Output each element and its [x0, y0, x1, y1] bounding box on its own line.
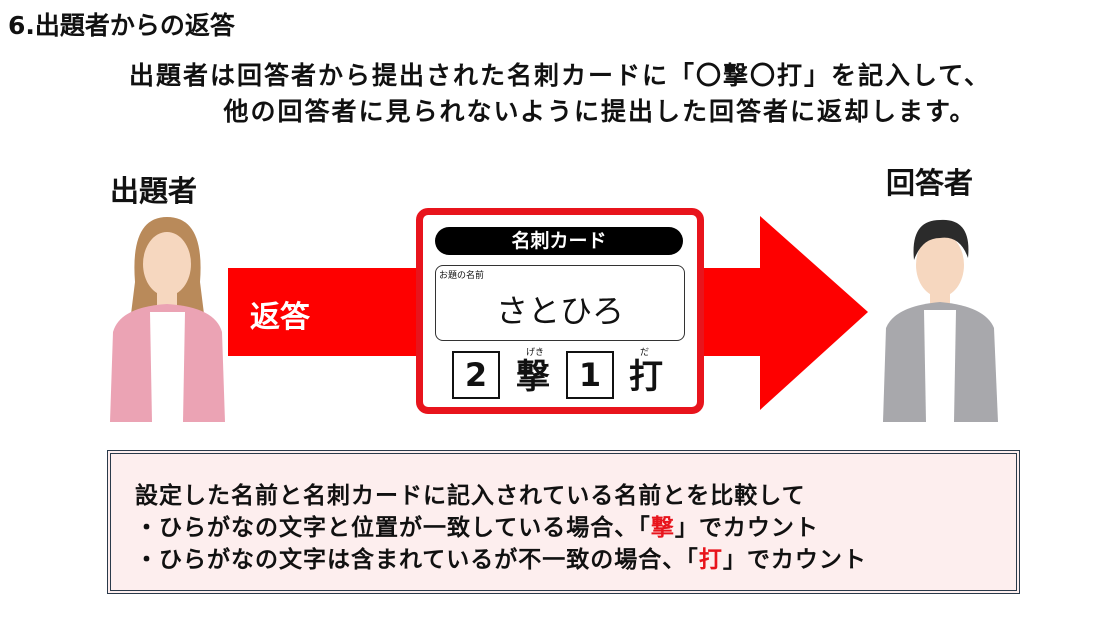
- blow-count: 1: [566, 351, 614, 399]
- note-line-3: ・ひらがなの文字は含まれているが不一致の場合、「打」でカウント: [135, 540, 867, 574]
- business-card: 名刺カード お題の名前 さとひろ 2 げき 撃 1 だ 打: [416, 208, 704, 414]
- note-highlight: 撃: [650, 515, 675, 541]
- subtitle-line-1: 出題者は回答者から提出された名刺カードに「〇撃〇打」を記入して、: [128, 61, 991, 90]
- note-text: 」でカウント: [722, 547, 867, 573]
- hit-kanji: 撃: [516, 357, 550, 397]
- arrow-label: 返答: [250, 300, 310, 335]
- man-figure-icon: [883, 219, 998, 422]
- blow-ruby: だ: [640, 348, 650, 358]
- note-box: 設定した名前と名刺カードに記入されている名前とを比較して ・ひらがなの文字と位置…: [107, 450, 1020, 594]
- note-line-2: ・ひらがなの文字と位置が一致している場合、「撃」でカウント: [135, 508, 819, 542]
- answerer-label: 回答者: [886, 166, 974, 200]
- woman-figure-icon: [110, 217, 225, 422]
- note-highlight: 打: [698, 547, 723, 573]
- questioner-label: 出題者: [110, 174, 198, 208]
- note-text: 」でカウント: [674, 515, 819, 541]
- hit-count: 2: [452, 351, 500, 399]
- note-line-1: 設定した名前と名刺カードに記入されている名前とを比較して: [135, 483, 806, 509]
- name-box: お題の名前 さとひろ: [435, 265, 685, 341]
- hit-ruby: げき: [526, 348, 545, 358]
- note-text: ・ひらがなの文字は含まれているが不一致の場合、「: [135, 547, 699, 573]
- blow-kanji: 打: [629, 357, 663, 397]
- card-header: 名刺カード: [435, 227, 683, 255]
- slide-title: 6.出題者からの返答: [8, 11, 235, 40]
- name-value: さとひろ: [495, 292, 624, 330]
- name-label: お題の名前: [439, 271, 485, 281]
- subtitle-line-2: 他の回答者に見られないように提出した回答者に返却します。: [223, 97, 977, 126]
- note-text: ・ひらがなの文字と位置が一致している場合、「: [135, 515, 651, 541]
